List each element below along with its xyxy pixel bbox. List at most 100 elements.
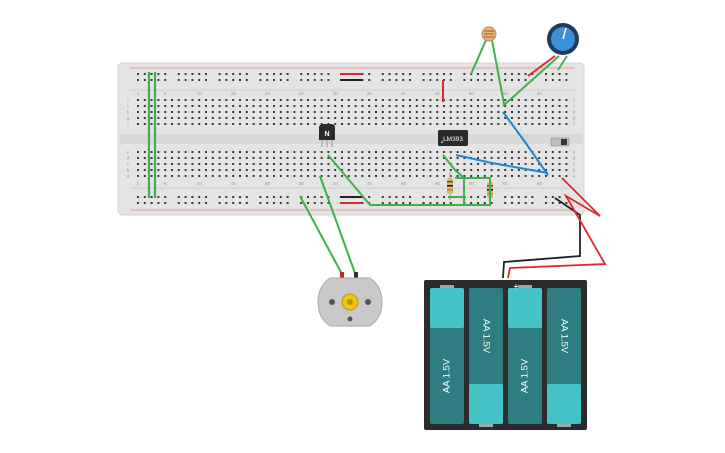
rail-hole <box>477 73 479 75</box>
battery-lead-negative[interactable] <box>502 197 581 279</box>
hole <box>381 105 384 107</box>
rail-hole <box>490 73 493 75</box>
hole <box>490 163 493 165</box>
hole <box>422 111 425 113</box>
hole <box>422 99 425 101</box>
hole <box>320 123 323 125</box>
rail-hole <box>422 73 425 75</box>
hole <box>483 175 486 177</box>
wire-blue-2[interactable] <box>502 111 549 176</box>
rail-hole <box>558 73 561 75</box>
hole <box>252 123 255 125</box>
hole <box>470 105 473 107</box>
hole <box>239 163 241 165</box>
column-number: 5 <box>164 181 167 186</box>
hole <box>164 105 167 107</box>
wire-green-comparator-out[interactable] <box>442 154 465 205</box>
switch-knob[interactable] <box>561 139 567 145</box>
rail-hole <box>558 202 561 204</box>
hole <box>477 169 479 171</box>
hole <box>565 99 568 101</box>
potentiometer[interactable] <box>502 23 579 107</box>
hole <box>456 175 459 177</box>
rail-hole <box>504 73 507 75</box>
hole <box>477 111 479 113</box>
column-number: 25 <box>299 91 305 96</box>
hole <box>341 123 343 125</box>
hole <box>273 169 275 171</box>
rail-hole <box>381 196 384 198</box>
rail-hole <box>565 202 568 204</box>
lm393-comparator[interactable]: LM393 <box>438 130 468 146</box>
hole <box>334 105 337 107</box>
hole <box>402 175 405 177</box>
hole <box>511 157 513 159</box>
battery-lead-positive[interactable] <box>507 177 607 279</box>
hole <box>177 105 180 107</box>
wire-blue-1[interactable] <box>455 154 549 174</box>
hole <box>171 151 173 153</box>
hole <box>279 151 282 153</box>
hole <box>565 169 568 171</box>
hole <box>449 105 452 107</box>
hole <box>511 111 513 113</box>
rail-hole <box>232 196 235 198</box>
battery-cell-terminal <box>479 424 493 427</box>
dc-motor[interactable] <box>317 272 383 327</box>
hole <box>341 99 343 101</box>
hole <box>157 175 160 177</box>
hole <box>436 175 439 177</box>
hole <box>320 105 323 107</box>
hole <box>232 151 235 153</box>
slide-switch[interactable] <box>550 137 570 147</box>
battery-cell-label: AA 1.5V <box>558 319 569 354</box>
hole <box>279 163 282 165</box>
wire-motor-2[interactable] <box>319 175 357 277</box>
hole <box>463 99 466 101</box>
rail-hole <box>422 79 425 81</box>
resistor-1[interactable] <box>447 172 453 200</box>
hole <box>504 105 507 107</box>
npn-transistor[interactable]: N <box>319 124 335 147</box>
hole <box>218 117 221 119</box>
hole <box>409 123 411 125</box>
wire-motor-1[interactable] <box>299 195 344 277</box>
hole <box>286 99 289 101</box>
column-number: 55 <box>503 181 509 186</box>
rail-hole <box>368 73 371 75</box>
row-letter: h <box>573 110 576 115</box>
hole <box>273 175 275 177</box>
hole <box>239 111 241 113</box>
hole <box>293 111 296 113</box>
hole <box>157 157 160 159</box>
hole <box>320 99 323 101</box>
hole <box>545 111 547 113</box>
hole <box>191 117 194 119</box>
hole <box>184 99 187 101</box>
hole <box>252 157 255 159</box>
hole <box>558 157 561 159</box>
hole <box>218 99 221 101</box>
hole <box>307 111 309 113</box>
rail-hole <box>232 202 235 204</box>
hole <box>483 111 486 113</box>
hole <box>293 175 296 177</box>
hole <box>307 163 309 165</box>
rail-hole <box>483 79 486 81</box>
hole <box>327 175 330 177</box>
hole <box>143 175 146 177</box>
hole <box>361 157 364 159</box>
rail-hole <box>470 196 473 198</box>
wire-green-transistor-base[interactable] <box>327 154 491 206</box>
ldr-track <box>484 30 494 38</box>
hole <box>517 157 520 159</box>
hole <box>347 99 350 101</box>
rail-hole <box>388 202 391 204</box>
hole <box>191 151 194 153</box>
hole <box>341 105 343 107</box>
photoresistor[interactable] <box>470 26 505 105</box>
hole <box>218 169 221 171</box>
hole <box>143 105 146 107</box>
